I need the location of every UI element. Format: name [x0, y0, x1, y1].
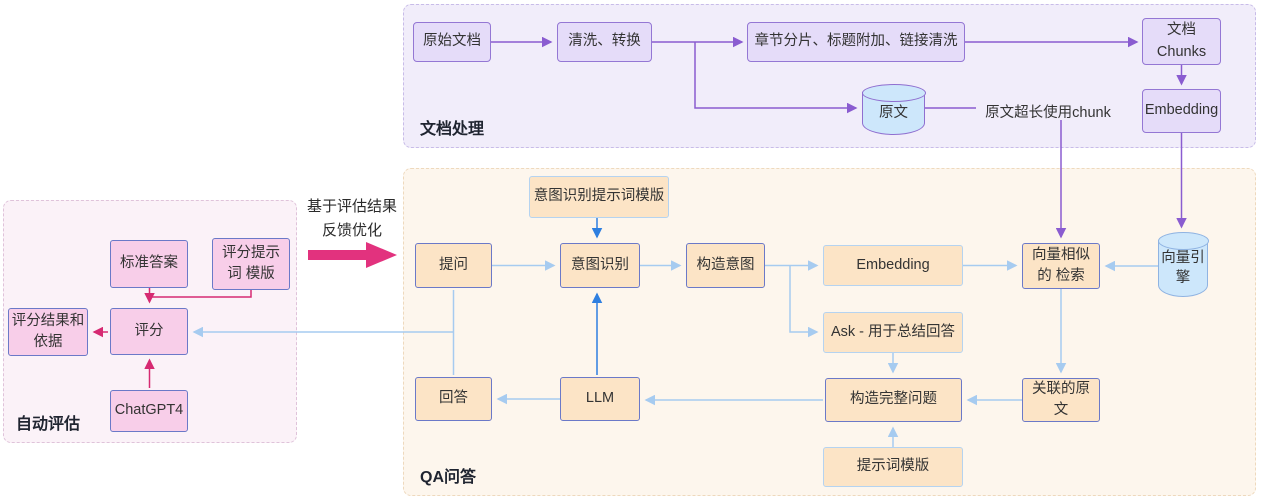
node-question: 提问 — [415, 243, 492, 288]
label-feedback-line2: 反馈优化 — [321, 222, 382, 239]
node-qa-embedding: Embedding — [823, 245, 963, 286]
node-build-intent: 构造意图 — [686, 243, 765, 288]
node-related-text: 关联的原文 — [1022, 378, 1100, 422]
node-clean-transform: 清洗、转换 — [557, 22, 652, 62]
node-score-result: 评分结果和 依据 — [8, 308, 88, 356]
node-intent-recognition: 意图识别 — [560, 243, 640, 288]
section-label-auto-eval: 自动评估 — [16, 416, 81, 433]
node-llm: LLM — [560, 377, 640, 421]
node-ask-summary: Ask - 用于总结回答 — [823, 312, 963, 353]
section-label-doc-processing: 文档处理 — [420, 121, 485, 138]
node-score: 评分 — [110, 308, 188, 355]
node-doc-embedding: Embedding — [1142, 89, 1221, 133]
node-intent-prompt-tpl: 意图识别提示词模版 — [529, 176, 669, 218]
node-chatgpt4: ChatGPT4 — [110, 390, 188, 432]
section-label-qa: QA问答 — [420, 469, 477, 486]
node-answer: 回答 — [415, 377, 492, 421]
node-build-full-question: 构造完整问题 — [825, 378, 962, 422]
node-raw-doc: 原始文档 — [413, 22, 491, 62]
feedback-big-arrow — [308, 242, 397, 268]
node-raw-text-db: 原文 — [861, 84, 926, 135]
node-doc-chunks: 文档 Chunks — [1142, 18, 1221, 65]
node-vector-engine-db: 向量引擎 — [1157, 232, 1209, 297]
node-chapter-split: 章节分片、标题附加、链接清洗 — [747, 22, 965, 62]
label-chunk-note: 原文超长使用chunk — [985, 105, 1111, 121]
node-prompt-tpl: 提示词模版 — [823, 447, 963, 487]
label-feedback-line1: 基于评估结果 — [306, 198, 397, 215]
node-score-prompt-tpl: 评分提示词 模版 — [212, 238, 290, 290]
node-standard-answer: 标准答案 — [110, 240, 188, 288]
node-vector-search: 向量相似的 检索 — [1022, 243, 1100, 289]
